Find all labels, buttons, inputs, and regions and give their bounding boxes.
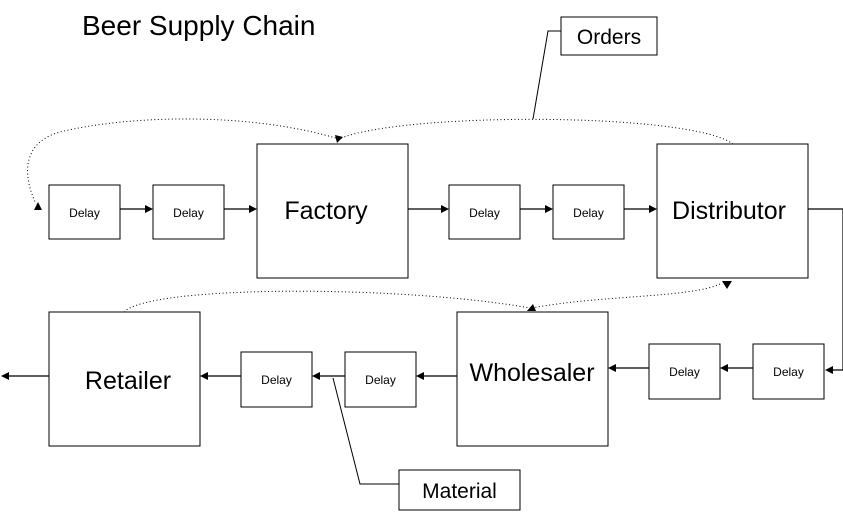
delay-label-7: Delay — [669, 365, 700, 379]
delay-label-8: Delay — [773, 365, 804, 379]
order-flow-distributor-to-factory — [338, 118, 734, 145]
delay-label-6: Delay — [365, 373, 396, 387]
arrowhead-delay8 — [825, 366, 833, 374]
diagram-title: Beer Supply Chain — [82, 10, 315, 41]
arrowhead-order-delay1 — [34, 202, 42, 210]
arrowhead-order-distributor — [722, 281, 732, 289]
order-flow-factory-to-delay1 — [27, 118, 340, 205]
distributor-box — [656, 143, 809, 279]
arrowhead-retailer — [200, 372, 208, 380]
arrow-distributor-to-delay8 — [808, 208, 843, 371]
order-flow-distributor-to-wholesaler — [531, 283, 721, 309]
delay-label-4: Delay — [573, 206, 604, 220]
retailer-label: Retailer — [85, 367, 171, 395]
arrowhead-wholesaler — [608, 364, 616, 372]
delay-box-8 — [752, 343, 825, 400]
delay-label-1: Delay — [69, 206, 100, 220]
arrowhead-delay2 — [145, 205, 153, 213]
wholesaler-label: Wholesaler — [469, 359, 594, 387]
material-callout-box — [398, 469, 521, 511]
wholesaler-box — [456, 311, 609, 447]
distributor-label: Distributor — [672, 197, 786, 225]
material-callout-label: Material — [422, 480, 497, 503]
delay-box-5 — [240, 351, 313, 408]
delay-box-3 — [448, 184, 521, 240]
delay-label-3: Delay — [469, 206, 500, 220]
arrowhead-order-wholesaler — [527, 304, 536, 311]
delay-box-1 — [48, 184, 121, 240]
arrowhead-delay4 — [545, 205, 553, 213]
arrowhead-delay5 — [312, 372, 320, 380]
orders-callout-label: Orders — [577, 26, 641, 49]
arrowhead-delay7 — [720, 364, 728, 372]
orders-callout-leader — [532, 30, 561, 120]
delay-box-7 — [648, 343, 721, 400]
material-callout-leader — [332, 377, 399, 485]
order-flow-retailer-to-wholesaler — [123, 290, 531, 313]
arrowhead-factory — [249, 205, 257, 213]
factory-box — [256, 143, 409, 279]
orders-callout-box — [560, 16, 658, 56]
delay-label-5: Delay — [261, 373, 292, 387]
arrowhead-delay3 — [441, 205, 449, 213]
delay-box-4 — [552, 184, 625, 240]
delay-label-2: Delay — [173, 206, 204, 220]
arrowhead-retailer-out — [1, 372, 9, 380]
arrowhead-delay6 — [416, 372, 424, 380]
retailer-box — [48, 311, 201, 447]
arrowhead-distributor — [649, 205, 657, 213]
factory-label: Factory — [284, 197, 368, 225]
delay-box-2 — [152, 184, 225, 240]
delay-box-6 — [344, 351, 417, 408]
